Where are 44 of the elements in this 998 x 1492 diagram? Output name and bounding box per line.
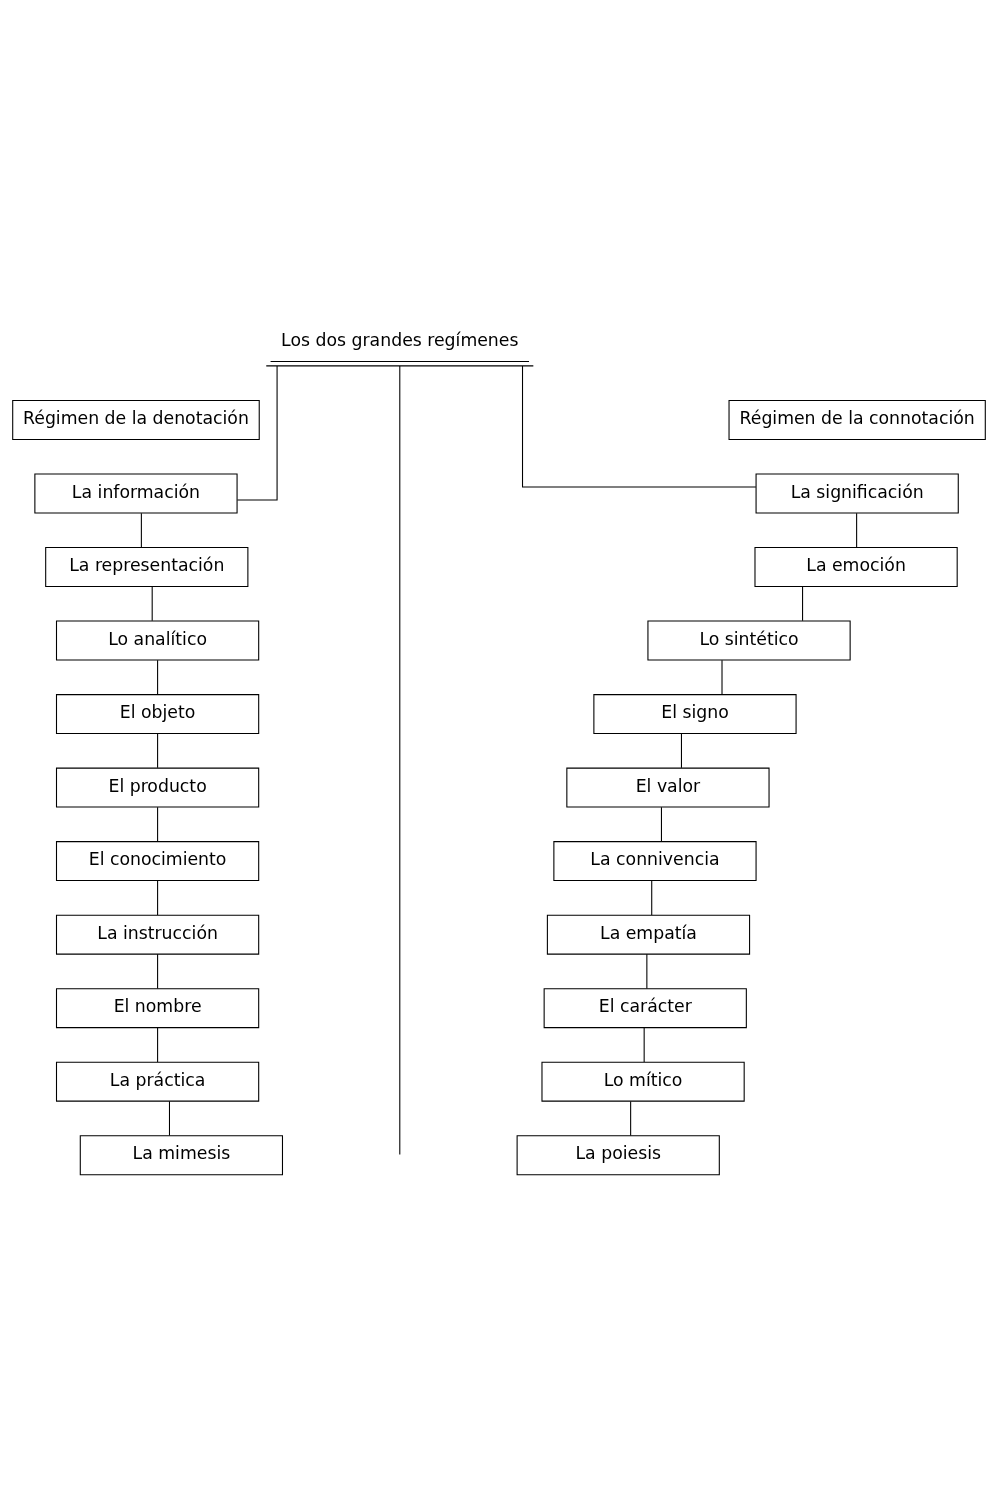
node-box: La instrucción (55, 914, 260, 955)
node-box: La información (34, 473, 238, 513)
node-box: La representación (45, 546, 249, 587)
connector (630, 1100, 632, 1136)
connector (856, 512, 858, 548)
node-box: El signo (593, 693, 797, 734)
node-text: Los dos grandes regímenes (281, 329, 519, 350)
connector (157, 1026, 159, 1062)
node-box: El producto (55, 767, 260, 808)
connector (522, 365, 757, 488)
node-box: El objeto (55, 693, 260, 734)
node-box: Lo analítico (55, 620, 260, 661)
connector (157, 953, 159, 989)
node-box: Lo mítico (541, 1061, 745, 1102)
node-box: El valor (566, 767, 770, 808)
connector (646, 953, 648, 989)
node-box: El carácter (543, 987, 747, 1028)
connector (157, 732, 159, 768)
node-box: El nombre (55, 987, 260, 1028)
node-box: La mimesis (79, 1134, 284, 1175)
connector (802, 585, 804, 621)
node-box: Régimen de la connotación (728, 399, 986, 440)
node-box: La significación (755, 473, 959, 513)
node-box: La empatía (546, 914, 751, 955)
connector (660, 806, 662, 842)
connector (157, 659, 159, 695)
connector (140, 512, 142, 548)
connector (157, 806, 159, 842)
connector (168, 1100, 171, 1136)
node-box: La emoción (754, 546, 958, 587)
node-box: El conocimiento (55, 840, 260, 881)
node-box: La poiesis (516, 1134, 720, 1175)
connector (399, 364, 401, 1155)
connector (721, 659, 723, 695)
node-box: La connivencia (553, 840, 757, 881)
connector (157, 879, 159, 915)
node-box: Régimen de la denotación (12, 399, 260, 440)
node-box: Lo sintético (647, 620, 851, 661)
connector (151, 585, 153, 621)
node-box: La práctica (55, 1061, 260, 1102)
connector (643, 1026, 645, 1062)
connector (236, 365, 278, 501)
connector (680, 732, 682, 768)
connector (651, 879, 653, 915)
